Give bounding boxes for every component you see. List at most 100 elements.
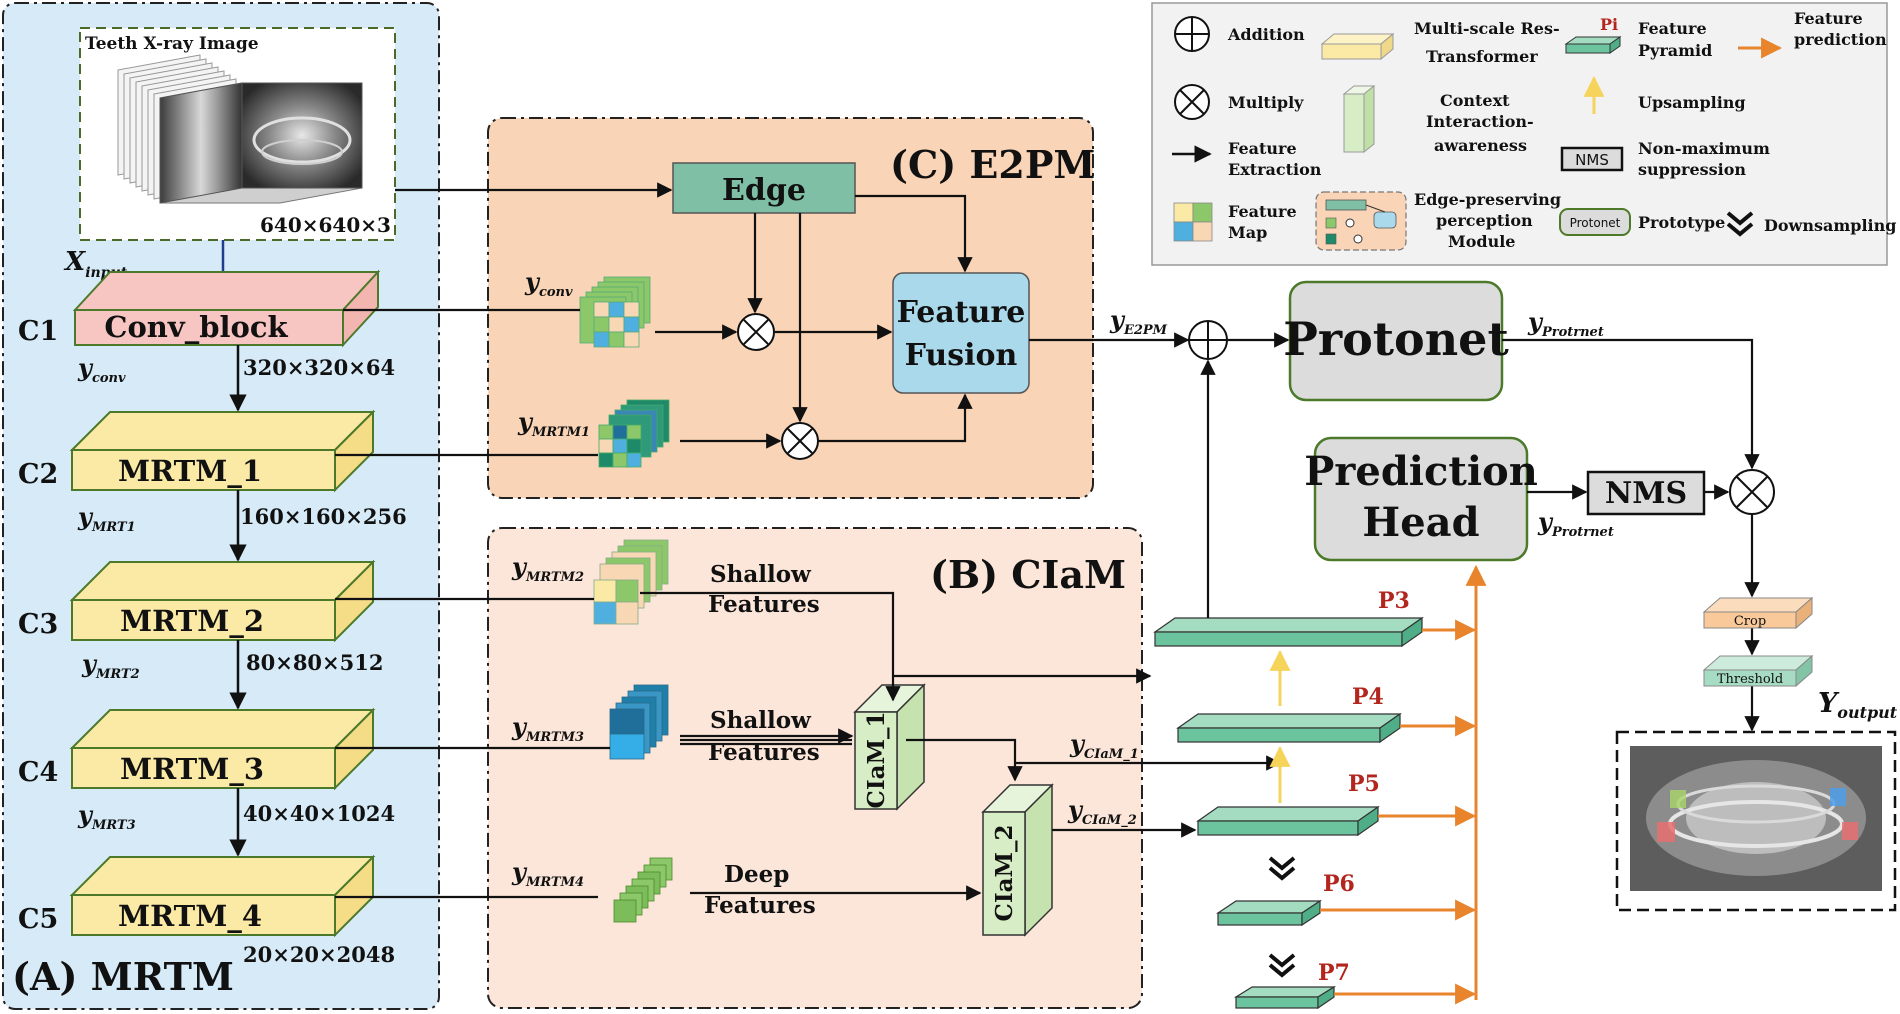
- fusion-label-2: Fusion: [905, 338, 1018, 373]
- pyramid-p6-label: P6: [1323, 871, 1355, 897]
- stage-c1-size: 320×320×64: [243, 355, 395, 380]
- pyramid-p7-label: P7: [1318, 960, 1350, 986]
- downsample-icon-p6: [1268, 856, 1296, 881]
- multiply-symbol-3: [1729, 469, 1775, 515]
- output-arrows: [1502, 338, 1760, 732]
- stage-c4-level: C4: [18, 757, 58, 788]
- stage-c3: MRTM_2 C3 yMRT2 80×80×512: [18, 559, 383, 682]
- stage-c5: MRTM_4 C5 20×20×2048: [18, 854, 395, 967]
- ciam-2-block: CIaM_2: [981, 783, 1054, 937]
- legend-nms-text-2: suppression: [1638, 160, 1746, 179]
- legend-extraction-text-1: Feature: [1228, 139, 1297, 158]
- stage-c2-level: C2: [18, 459, 58, 490]
- protonet-out: yProtrnet: [1527, 307, 1604, 340]
- e2pm-arrows: [335, 182, 1190, 457]
- feature-map-mrtm4: [613, 857, 673, 923]
- pyramid-p5-label: P5: [1348, 771, 1380, 797]
- legend-epp-text-1: Edge-preserving: [1414, 190, 1561, 209]
- legend-addition-icon: [1174, 16, 1210, 52]
- head-out: yProtrnet: [1537, 507, 1614, 540]
- legend-cia-text-1: Context: [1440, 91, 1510, 110]
- legend-nms-text-1: Non-maximum: [1638, 139, 1770, 158]
- feature-map-mrtm1: [598, 399, 670, 468]
- legend-epp-text-2: perception: [1436, 211, 1533, 230]
- legend-multiply-icon: [1174, 84, 1210, 120]
- prediction-head-label-2: Head: [1362, 499, 1479, 546]
- mrtm-title: (A) MRTM: [12, 954, 234, 999]
- stage-c4-size: 40×40×1024: [243, 801, 395, 826]
- ciam-in-mrtm4: yMRTM4: [511, 857, 584, 890]
- multiply-symbol-2: [781, 422, 819, 460]
- pyramid-p7: P7: [1233, 960, 1350, 1010]
- stage-c1-level: C1: [18, 316, 58, 347]
- crop-block: Crop: [1702, 596, 1814, 630]
- edge-label: Edge: [722, 173, 806, 208]
- legend-protonet-icon: [1559, 208, 1631, 236]
- stage-c4-name: MRTM_3: [120, 752, 264, 786]
- legend-mrt-text-1: Multi-scale Res-: [1414, 19, 1560, 38]
- protonet-label: Protonet: [1283, 312, 1509, 366]
- threshold-label: Threshold: [1717, 672, 1783, 687]
- ciam-out-2: yCIaM_2: [1067, 795, 1137, 828]
- shallow1-label-1: Shallow: [710, 561, 812, 588]
- stage-c4-out: yMRT3: [77, 800, 136, 833]
- addition-symbol: [1188, 320, 1228, 360]
- x-input-label: Xinput: [63, 247, 128, 281]
- multiply-symbol-1: [737, 313, 775, 351]
- pyramid-p4-label: P4: [1352, 684, 1384, 710]
- ciam-in-mrtm3: yMRTM3: [511, 712, 584, 745]
- e2pm-out: yE2PM: [1109, 305, 1168, 338]
- stage-c5-level: C5: [18, 904, 58, 935]
- stage-c5-name: MRTM_4: [118, 899, 262, 933]
- legend-downsample-icon: [1726, 211, 1754, 237]
- legend-cia-text-3: awareness: [1434, 136, 1527, 155]
- legend-pyramid-text-1: Feature: [1638, 19, 1707, 38]
- pyramid-p4: P4: [1176, 684, 1402, 744]
- legend-mrt-icon: [1320, 32, 1395, 61]
- fusion-label-1: Feature: [897, 295, 1026, 330]
- threshold-block: Threshold: [1702, 654, 1814, 688]
- downsample-icon-p7: [1268, 953, 1296, 978]
- legend-featuremap-icon: [1173, 202, 1213, 242]
- fusion-block: [892, 272, 1030, 394]
- legend-prediction-text-2: prediction: [1794, 30, 1887, 49]
- prediction-arrows: [1320, 564, 1487, 1005]
- legend-pyramid-text-2: Pyramid: [1638, 41, 1712, 60]
- legend-addition-text: Addition: [1227, 25, 1305, 44]
- stage-c3-level: C3: [18, 609, 58, 640]
- legend-prototype-text: Prototype: [1638, 213, 1725, 232]
- input-image-size: 640×640×3: [260, 213, 391, 237]
- pyramid-p5: P5: [1196, 771, 1380, 837]
- legend-mrt-text-2: Transformer: [1426, 47, 1538, 66]
- ciam-in-mrtm2: yMRTM2: [511, 552, 584, 585]
- legend-featuremap-text-1: Feature: [1228, 202, 1297, 221]
- y-output-label: Youtput: [1818, 688, 1898, 722]
- legend-nms-icon: [1560, 146, 1624, 172]
- legend-extraction-text-2: Extraction: [1228, 160, 1322, 179]
- ciam-1-label: CIaM_1: [863, 712, 890, 809]
- nms-block: [1586, 470, 1706, 516]
- ciam-1-block: CIaM_1: [853, 683, 926, 811]
- pyramid-p3: P3: [1153, 588, 1424, 648]
- crop-label: Crop: [1734, 614, 1766, 629]
- feature-map-mrtm2: [593, 539, 669, 625]
- legend-pyramid-icon: [1564, 36, 1622, 54]
- legend-cia-icon: [1342, 84, 1376, 154]
- feature-map-mrtm3: [609, 684, 669, 760]
- prediction-head-block: [1313, 436, 1529, 562]
- stage-c2-name: MRTM_1: [118, 454, 262, 488]
- deep-label-1: Deep: [724, 861, 789, 888]
- legend-prediction-text-1: Feature: [1794, 9, 1863, 28]
- legend-multiply-text: Multiply: [1228, 93, 1304, 112]
- pyramid-p3-label: P3: [1378, 588, 1410, 614]
- ciam-out-1: yCIaM_1: [1069, 729, 1139, 762]
- ciam-2-label: CIaM_2: [991, 825, 1018, 922]
- output-xray-image: [1630, 746, 1882, 891]
- stage-c3-out: yMRT2: [81, 649, 140, 682]
- legend: Addition Multiply Feature Extraction Fea…: [1172, 9, 1896, 251]
- stage-c2: MRTM_1 C2 yMRT1 160×160×256: [18, 409, 407, 535]
- legend-downsample-text: Downsampling: [1764, 216, 1896, 235]
- stage-c3-name: MRTM_2: [120, 604, 264, 638]
